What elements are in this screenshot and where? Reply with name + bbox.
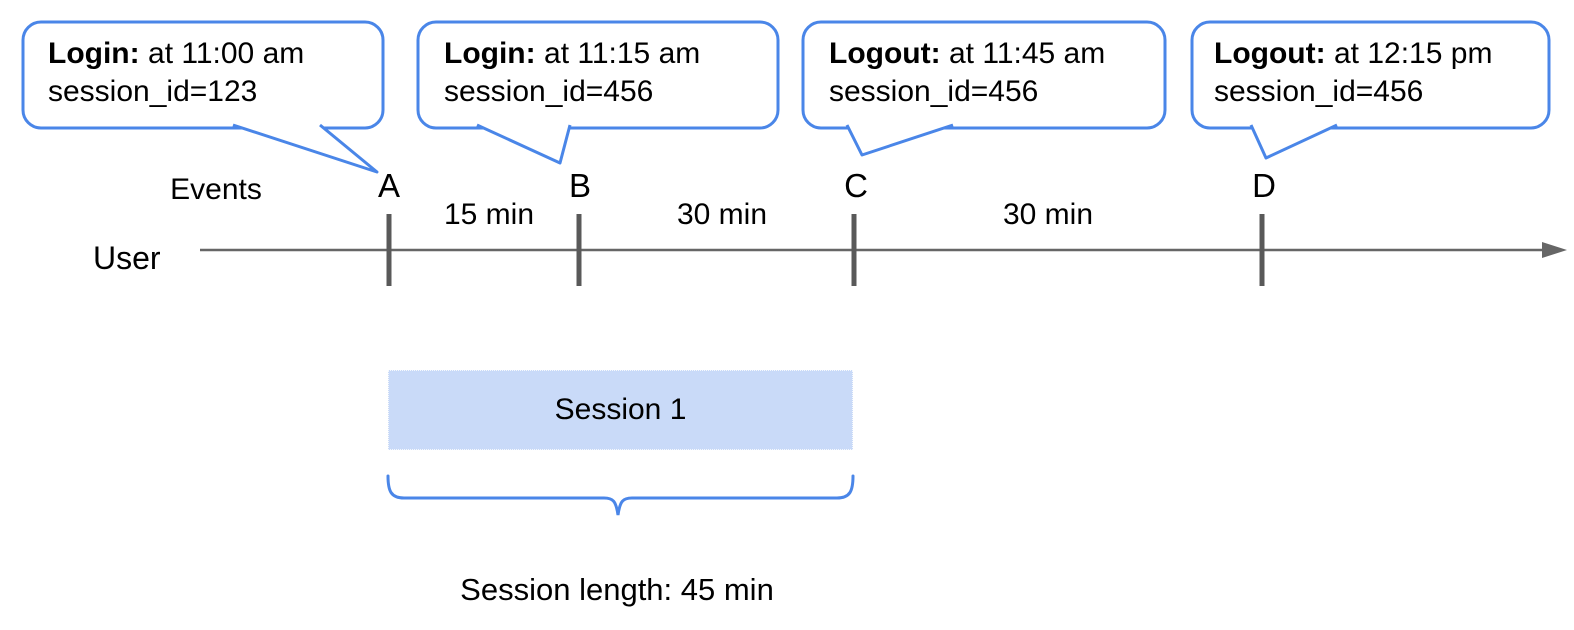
session-length-caption: Session length: 45 min [460,572,774,607]
speech-bubble-outline [21,20,385,130]
callout-bubble-B [416,20,780,165]
callout-C-line1: Logout:at 11:45 am [829,35,1105,73]
speech-bubble-outline [416,20,780,130]
event-type-label: Logout: [1214,37,1326,70]
event-type-label: Login: [444,37,536,70]
callout-B-session-id: session_id=456 [444,75,654,108]
session-1-label: Session 1 [554,393,687,426]
interval-label-a-b: 15 min [443,198,535,231]
callout-bubble-C [801,20,1167,157]
speech-bubble-outline [801,20,1167,130]
callout-A-text: Login:at 11:00 am session_id=123 [48,35,304,111]
callout-D-line1: Logout:at 12:15 pm [1214,35,1492,73]
point-label-A: A [377,167,401,204]
user-lane-label: User [93,240,161,276]
callout-D-session-id: session_id=456 [1214,75,1424,108]
events-axis-label: Events [170,173,262,206]
point-label-C: C [844,167,868,204]
event-time-text: at 11:15 am [544,37,701,70]
point-label-D: D [1252,167,1276,204]
session-1-bar: Session 1 [388,370,853,450]
speech-bubble-tail-icon [232,123,379,174]
timeline-arrowhead-icon [1542,242,1567,258]
callout-B-text: Login:at 11:15 am session_id=456 [444,35,700,111]
callout-B-line1: Login:at 11:15 am [444,35,700,73]
callout-C-text: Logout:at 11:45 am session_id=456 [829,35,1105,111]
interval-label-c-d: 30 min [1002,198,1094,231]
callout-A-session-id: session_id=123 [48,75,258,108]
callout-C-session-id: session_id=456 [829,75,1039,108]
event-time-text: at 11:00 am [148,37,305,70]
speech-bubble-tail-icon [1249,123,1338,160]
callout-D-text: Logout:at 12:15 pm session_id=456 [1214,35,1492,111]
event-time-text: at 12:15 pm [1334,37,1493,70]
point-label-B: B [568,167,592,204]
interval-label-b-c: 30 min [676,198,768,231]
speech-bubble-tail-icon [476,123,572,165]
event-type-label: Login: [48,37,140,70]
callout-bubble-D [1190,20,1551,160]
callout-bubble-A [21,20,385,174]
callout-A-line1: Login:at 11:00 am [48,35,304,73]
speech-bubble-outline [1190,20,1551,130]
speech-bubble-tail-icon [845,123,954,157]
event-type-label: Logout: [829,37,941,70]
event-time-text: at 11:45 am [949,37,1106,70]
session-length-brace [386,474,855,516]
